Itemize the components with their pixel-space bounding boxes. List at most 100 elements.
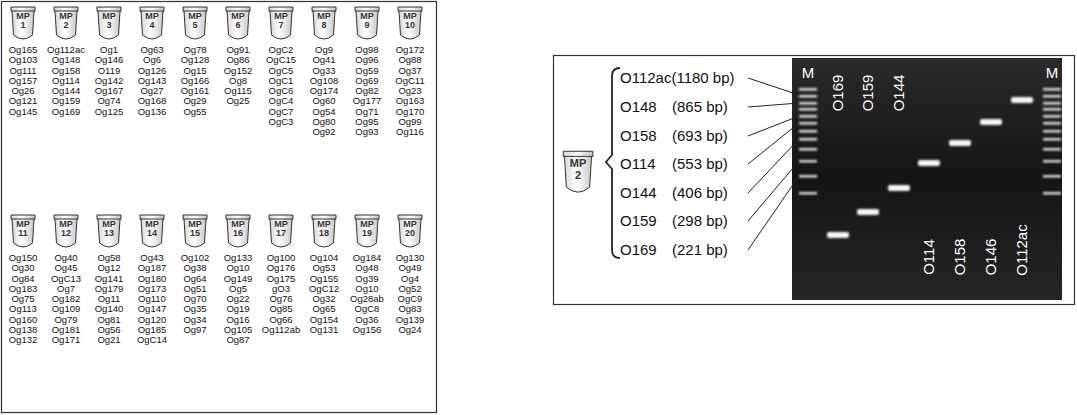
tube: MP 11 [10,214,36,250]
tube-node: MP 16 Og133 Og10 Og149 Og5 Og22 Og19 Og16… [224,214,253,346]
tube-label: MP 4 [145,12,158,31]
serogroup-list: Og9 Og41 Og33 Og108 Og174 Og60 Og54 Og80… [310,45,339,138]
band-size-label: (406 bp) [672,185,728,202]
lane-label: O114 [921,239,938,275]
lane-label: M [802,65,815,82]
band-size-label: O144 [620,185,657,202]
tube-node: MP 17 Og100 Og176 Og175 gO3 Og76 Og85 Og6… [262,214,300,335]
serogroup-list: Og98 Og96 Og59 Og69 Og82 Og177 Og71 Og95… [353,45,382,138]
tube: MP 18 [311,214,337,250]
tube: MP 16 [225,214,251,250]
tube: MP 12 [53,214,79,250]
tube-label: MP 20 [403,220,416,239]
serogroup-list: Og102 Og38 Og64 Og51 Og70 Og35 Og34 Og97 [181,253,210,335]
tube-node: MP 12 Og40 Og45 OgC13 Og7 Og182 Og109 Og7… [51,214,81,346]
tube-node: MP 9 Og98 Og96 Og59 Og69 Og82 Og177 Og71 … [353,6,382,138]
tube-label: MP 16 [231,220,244,239]
tube-node: MP 18 Og104 Og53 Og155 OgC12 Og32 Og65 Og… [309,214,339,335]
tube-label: MP 8 [317,12,330,31]
serogroup-list: Og112ac Og148 Og158 Og114 Og144 Og159 Og… [47,45,85,117]
tube: MP 10 [397,6,423,42]
tube-label: MP 5 [188,12,201,31]
tube-label: MP 14 [145,220,158,239]
band-size-label: O148 [620,99,657,116]
band-size-label: O159 [620,213,657,230]
tube-label: MP 15 [188,220,201,239]
sample-bands [827,97,1033,238]
left-panel-frame [2,2,437,413]
lane-label: O144 [891,75,908,112]
tube: MP 19 [354,214,380,250]
serogroup-list: Og184 Og48 Og39 Og10 Og28ab OgC8 Og36 Og… [350,253,384,335]
tube: MP 4 [139,6,165,42]
tube: MP 1 [10,6,36,42]
tube-label: MP 9 [360,12,373,31]
tube: MP 8 [311,6,337,42]
serogroup-list: Og91 Og86 Og152 Og8 Og115 Og25 [224,45,253,107]
tube-node: MP 3 Og1 Og146 O119 Og142 Og167 Og74 Og12… [95,6,124,117]
band-size-label: O158 [620,128,657,145]
tube: MP 15 [182,214,208,250]
serogroup-list: Og58 Og12 Og141 Og179 Og11 Og140 Og81 Og… [95,253,124,346]
tube-label: MP 19 [360,220,373,239]
tube: MP 13 [96,214,122,250]
tube-label: MP 1 [16,12,29,31]
serogroup-list: Og40 Og45 OgC13 Og7 Og182 Og109 Og79 Og1… [51,253,81,346]
tube-node: MP 2 [562,150,594,196]
serogroup-list: Og133 Og10 Og149 Og5 Og22 Og19 Og16 Og10… [224,253,253,346]
tube-label: MP 6 [231,12,244,31]
tube: MP 2 [53,6,79,42]
tube: MP 2 [562,150,594,196]
band-size-label: O169 [620,242,657,259]
tube-node: MP 1Og165 Og103 Og111 Og157 Og26 Og121 O… [9,6,38,117]
lane-label: O158 [952,239,969,276]
tube-label: MP 2 [570,158,586,181]
tube-node: MP 7 OgC2 OgC15 OgC5 OgC1 OgC6 OgC4 OgC7 … [266,6,296,127]
serogroup-list: Og104 Og53 Og155 OgC12 Og32 Og65 Og154 O… [309,253,339,335]
tube-node: MP 6 Og91 Og86 Og152 Og8 Og115 Og25 [224,6,253,107]
band-size-label: (298 bp) [672,213,728,230]
lane-label: O112ac [1014,224,1031,275]
tube: MP 6 [225,6,251,42]
tube-label: MP 13 [102,220,115,239]
lane-label: O146 [983,239,1000,276]
tube: MP 7 [268,6,294,42]
tube-label: MP 2 [59,12,72,31]
leader-lines [748,78,799,250]
serogroup-list: Og150 Og30 Og84 Og183 Og75 Og113 Og160 O… [9,253,38,346]
tube: MP 5 [182,6,208,42]
tube-node: MP 8 Og9 Og41 Og33 Og108 Og174 Og60 Og54 … [310,6,339,138]
tube: MP 3 [96,6,122,42]
serogroup-list: Og100 Og176 Og175 gO3 Og76 Og85 Og66 Og1… [262,253,300,335]
tube: MP 20 [397,214,423,250]
tube-node: MP 10Og172 Og88 Og37 OgC11 Og23 Og163 Og… [395,6,424,138]
serogroup-list: OgC2 OgC15 OgC5 OgC1 OgC6 OgC4 OgC7 OgC3 [266,45,296,127]
serogroup-list: Og1 Og146 O119 Og142 Og167 Og74 Og125 [95,45,124,117]
lane-label: O159 [860,75,877,112]
serogroup-list: Og43 Og187 Og180 Og173 Og110 Og147 Og120… [137,253,167,346]
tube-label: MP 7 [274,12,287,31]
tube-node: MP 20 Og130 Og49 Og4 Og52 OgC9 Og83 Og139… [396,214,425,335]
tube-label: MP 3 [102,12,115,31]
right-panel-frame [554,56,1075,305]
tube-node: MP 13 Og58 Og12 Og141 Og179 Og11 Og140 Og… [95,214,124,346]
tube-label: MP 18 [317,220,330,239]
tube-node: MP 14 Og43 Og187 Og180 Og173 Og110 Og147 … [137,214,167,346]
tube: MP 14 [139,214,165,250]
band-size-label: (693 bp) [672,128,728,145]
tube-label: MP 12 [59,220,72,239]
bracket [606,68,620,258]
tube-node: MP 11 Og150 Og30 Og84 Og183 Og75 Og113 Og… [9,214,38,346]
tube-node: MP 5Og78 Og128 Og15 Og166 Og161 Og29 Og5… [181,6,210,117]
tube-label: MP 11 [16,220,29,239]
band-size-label: O114 [620,156,656,173]
tube-node: MP 19 Og184 Og48 Og39 Og10 Og28ab OgC8 Og… [350,214,384,335]
tube-node: MP 4 Og63 Og6 Og126 Og143 Og27 Og168 Og13… [138,6,167,117]
tube-label: MP 17 [274,220,287,239]
serogroup-list: Og63 Og6 Og126 Og143 Og27 Og168 Og136 [138,45,167,117]
tube-label: MP 10 [403,12,416,31]
serogroup-list: Og130 Og49 Og4 Og52 OgC9 Og83 Og139 Og24 [396,253,425,335]
tube: MP 9 [354,6,380,42]
tube-node: MP 15 Og102 Og38 Og64 Og51 Og70 Og35 Og34… [181,214,210,335]
